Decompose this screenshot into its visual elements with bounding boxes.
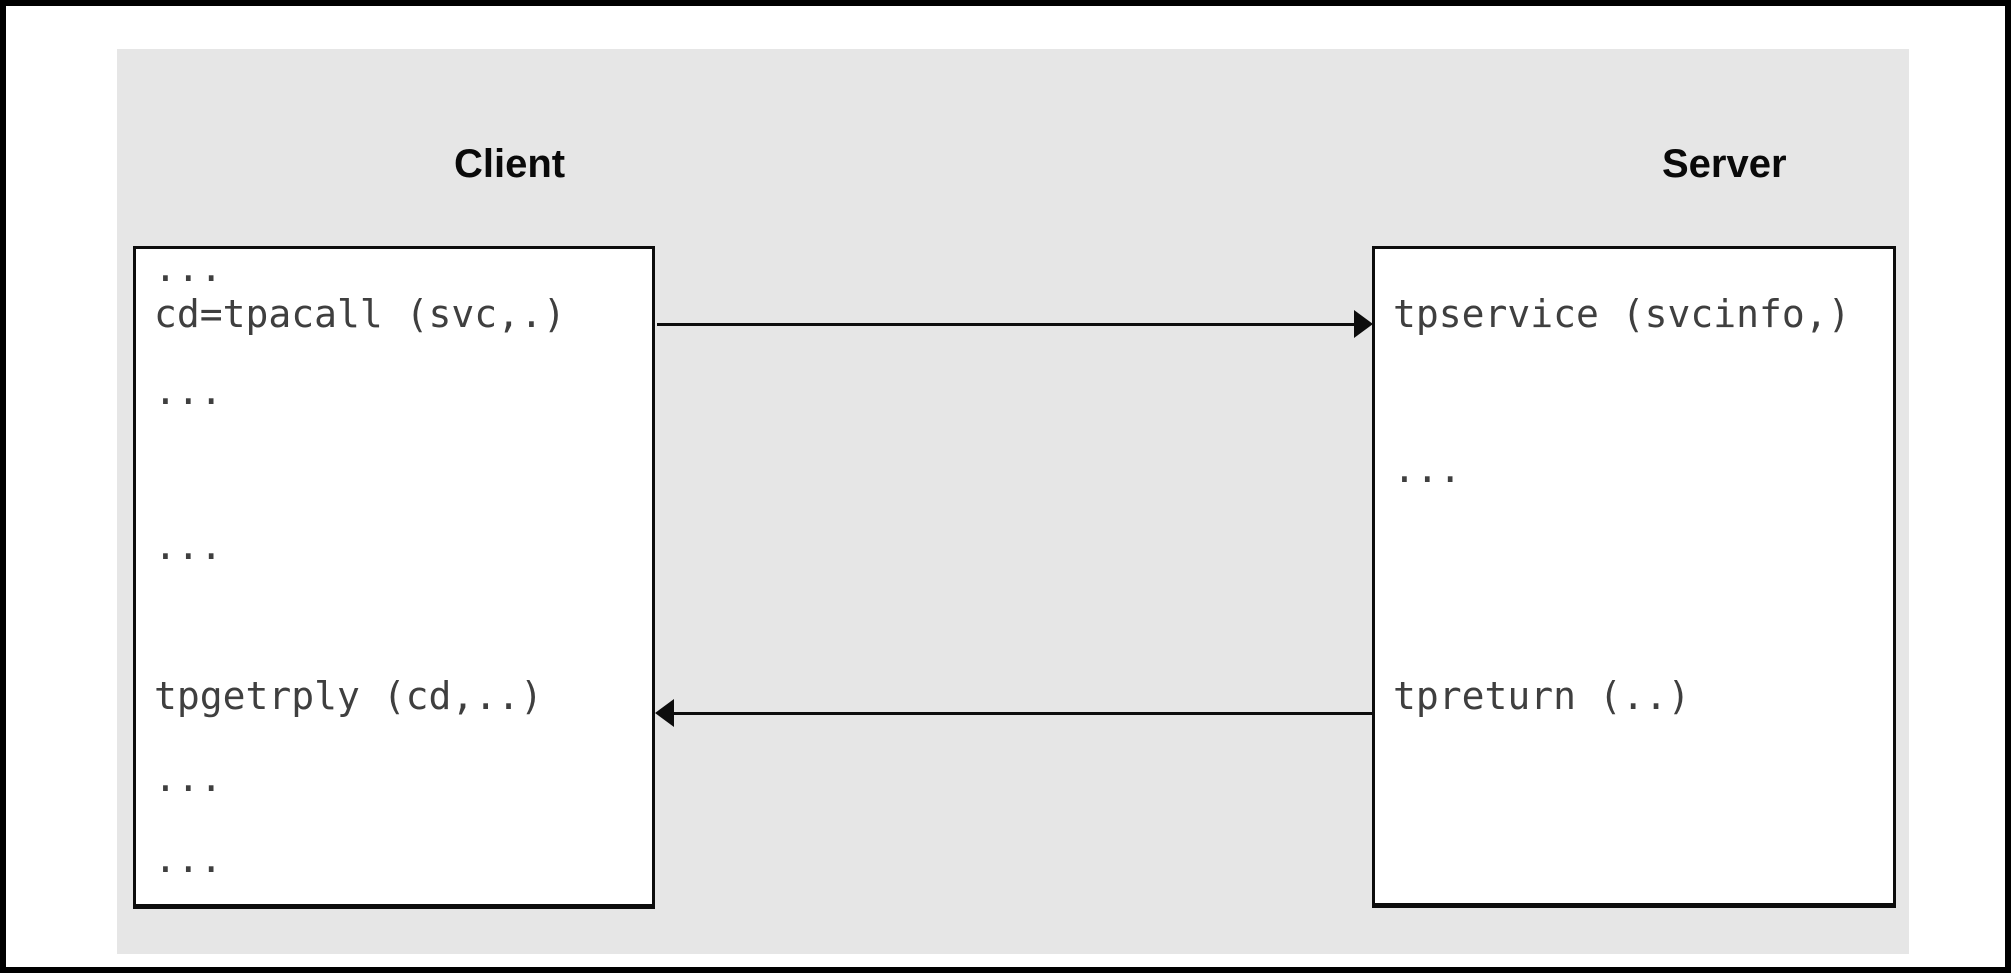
client-code-line: ...: [154, 369, 223, 413]
arrowhead-right-icon: [1354, 310, 1373, 338]
reply-arrow-line: [672, 712, 1372, 715]
client-title: Client: [454, 142, 566, 186]
server-title: Server: [1662, 142, 1787, 186]
client-code-line-tpgetrply: tpgetrply (cd,..): [154, 674, 543, 718]
arrowhead-left-icon: [655, 699, 674, 727]
client-code-line: ...: [154, 756, 223, 800]
client-code-line: ...: [154, 524, 223, 568]
client-code-line: ...: [154, 837, 223, 881]
server-box: tpservice (svcinfo,) ... tpreturn (..): [1372, 246, 1896, 908]
client-code-line: ...: [154, 246, 223, 290]
client-code-line-tpacall: cd=tpacall (svc,.): [154, 292, 566, 336]
server-code-line-tpreturn: tpreturn (..): [1393, 674, 1691, 718]
request-arrow-line: [657, 323, 1357, 326]
server-code-line-tpservice: tpservice (svcinfo,): [1393, 292, 1851, 336]
client-box: ... cd=tpacall (svc,.) ... ... tpgetrply…: [133, 246, 655, 909]
server-code-line: ...: [1393, 447, 1462, 491]
